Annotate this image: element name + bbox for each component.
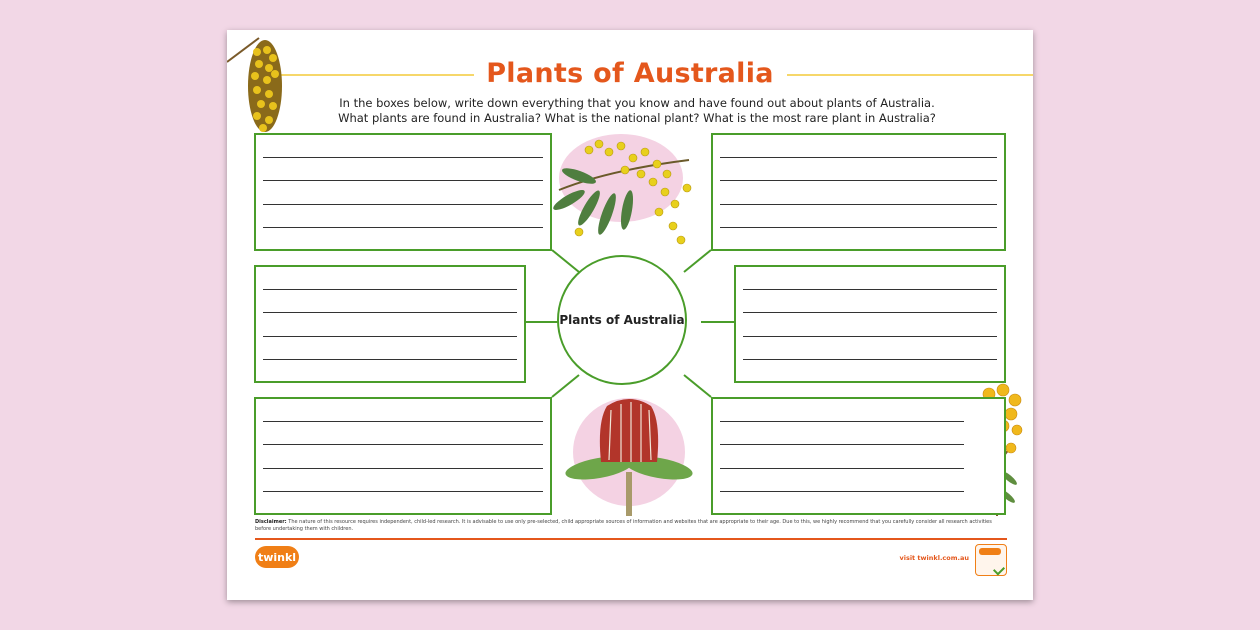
writing-line <box>263 421 543 422</box>
writing-line <box>720 227 997 228</box>
quality-badge-icon <box>975 544 1007 576</box>
writing-line <box>263 444 543 445</box>
wattle-flower-illustration <box>553 134 692 245</box>
answer-box-top-right[interactable] <box>711 133 1006 251</box>
instructions-line-2: What plants are found in Australia? What… <box>338 111 936 125</box>
twinkl-logo[interactable]: twinkl <box>255 546 299 568</box>
title-rule-right <box>787 74 1033 76</box>
footer-rule <box>255 538 1007 540</box>
answer-box-middle-left[interactable] <box>254 265 526 383</box>
writing-line <box>720 444 964 445</box>
worksheet-page: Plants of Australia In the boxes below, … <box>227 30 1033 600</box>
answer-box-bottom-right[interactable] <box>711 397 1006 515</box>
hub-label: Plants of Australia <box>559 313 685 327</box>
instructions-line-1: In the boxes below, write down everythin… <box>339 96 935 110</box>
waratah-flower-illustration <box>565 398 693 516</box>
check-icon <box>992 563 1006 576</box>
writing-line <box>263 491 543 492</box>
disclaimer-text: The nature of this resource requires ind… <box>255 519 992 532</box>
writing-line <box>263 289 517 290</box>
instructions: In the boxes below, write down everythin… <box>307 96 967 126</box>
answer-box-top-left[interactable] <box>254 133 552 251</box>
writing-line <box>720 157 997 158</box>
writing-line <box>263 227 543 228</box>
writing-line <box>263 157 543 158</box>
badge-banner <box>979 548 1001 555</box>
writing-line <box>743 336 997 337</box>
writing-line <box>263 180 543 181</box>
writing-line <box>720 180 997 181</box>
answer-box-middle-right[interactable] <box>734 265 1006 383</box>
title-rule-left <box>262 74 474 76</box>
writing-line <box>720 491 964 492</box>
page-title: Plants of Australia <box>486 58 774 89</box>
answer-box-bottom-left[interactable] <box>254 397 552 515</box>
writing-line <box>263 359 517 360</box>
visit-link[interactable]: visit twinkl.com.au <box>899 554 970 562</box>
writing-line <box>720 204 997 205</box>
writing-line <box>720 468 964 469</box>
writing-line <box>743 289 997 290</box>
mind-map-hub: Plants of Australia <box>557 255 687 385</box>
writing-line <box>743 312 997 313</box>
writing-line <box>263 204 543 205</box>
banksia-sprig-illustration <box>227 37 282 132</box>
writing-line <box>263 336 517 337</box>
writing-line <box>263 312 517 313</box>
writing-line <box>263 468 543 469</box>
disclaimer: Disclaimer: The nature of this resource … <box>255 519 1007 533</box>
writing-line <box>743 359 997 360</box>
mind-map-connectors <box>525 249 735 398</box>
writing-line <box>720 421 964 422</box>
disclaimer-heading: Disclaimer: <box>255 519 287 525</box>
